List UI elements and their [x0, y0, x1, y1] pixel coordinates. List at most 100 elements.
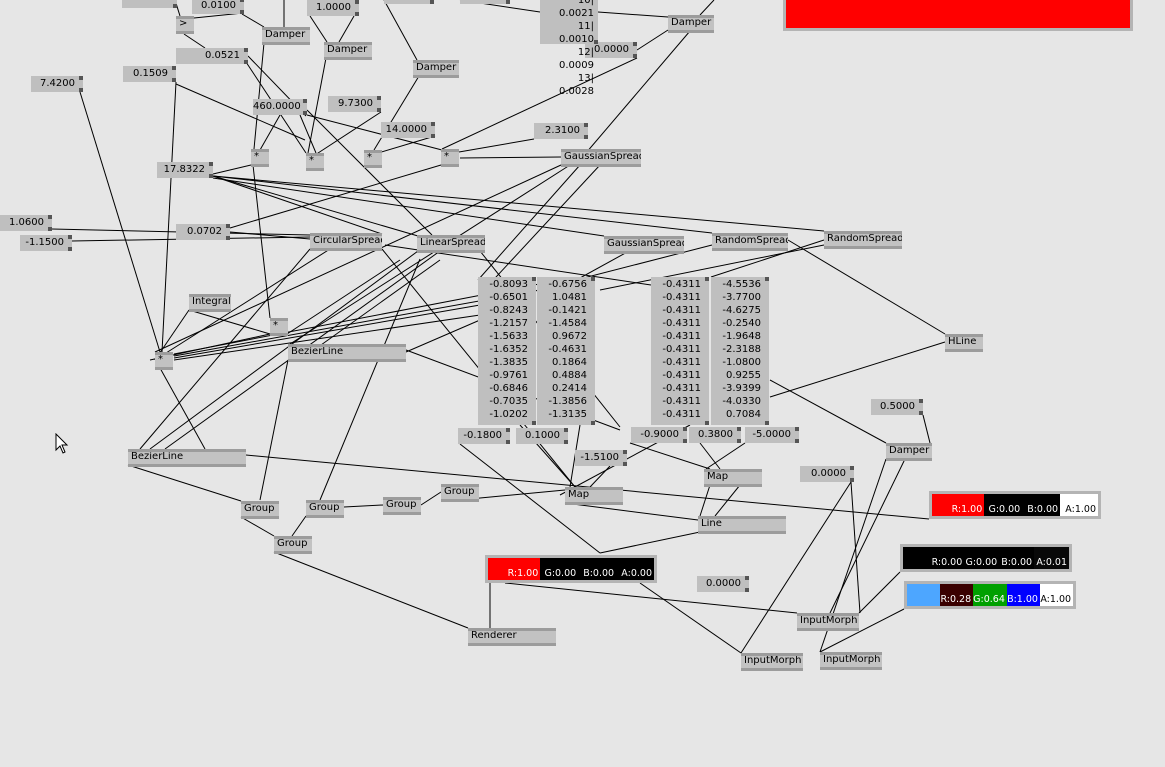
wire[interactable] — [299, 259, 441, 361]
wire[interactable] — [212, 175, 713, 234]
value-box[interactable] — [122, 0, 177, 8]
wire[interactable] — [377, 135, 436, 154]
spread-box[interactable]: -4.5536-3.7700-4.6275-0.2540-1.9648-2.31… — [711, 277, 769, 425]
value-box[interactable]: 0.0702 — [176, 224, 230, 240]
wire[interactable] — [477, 164, 581, 281]
bezier-line-node[interactable]: BezierLine — [128, 449, 246, 467]
map-node[interactable]: Map — [704, 469, 762, 487]
wire[interactable] — [714, 484, 741, 517]
wire[interactable] — [291, 515, 307, 537]
wire[interactable] — [309, 15, 328, 43]
wire[interactable] — [319, 258, 421, 501]
wire[interactable] — [636, 29, 669, 51]
wire[interactable] — [699, 484, 711, 517]
damper-node[interactable]: Damper — [324, 42, 372, 60]
value-box[interactable]: 0.0100 — [192, 0, 244, 14]
integral-node[interactable]: Integral — [189, 294, 231, 312]
wire[interactable] — [229, 231, 311, 240]
wire[interactable] — [504, 582, 798, 614]
wire[interactable] — [579, 30, 691, 161]
group-node[interactable]: Group — [274, 536, 312, 554]
wire[interactable] — [175, 83, 306, 141]
wire[interactable] — [154, 248, 331, 361]
wire[interactable] — [240, 516, 275, 537]
damper-node[interactable]: Damper — [413, 60, 459, 78]
multiply-node[interactable]: * — [270, 318, 288, 336]
value-box[interactable]: 0.0521 — [176, 48, 248, 64]
wire[interactable] — [289, 164, 571, 345]
wire[interactable] — [769, 341, 946, 398]
wire[interactable] — [629, 442, 711, 470]
color-box[interactable] — [783, 0, 1133, 31]
wire[interactable] — [159, 367, 206, 450]
multiply-node[interactable]: * — [155, 352, 173, 370]
input-morph-node[interactable]: InputMorph — [820, 652, 882, 670]
wire[interactable] — [405, 319, 481, 353]
input-morph-node[interactable]: InputMorph — [797, 613, 859, 631]
wire[interactable] — [589, 465, 611, 488]
hline-node[interactable]: HLine — [945, 334, 983, 352]
wire[interactable] — [639, 582, 742, 654]
wire[interactable] — [829, 458, 906, 614]
wire[interactable] — [188, 309, 271, 335]
wire[interactable] — [441, 57, 638, 150]
damper-node[interactable]: Damper — [668, 15, 714, 33]
wire[interactable] — [599, 244, 825, 291]
wire[interactable] — [373, 75, 420, 151]
wire[interactable] — [459, 443, 601, 554]
wire[interactable] — [241, 13, 265, 28]
wire[interactable] — [564, 502, 699, 521]
value-box[interactable]: -1.5100 — [575, 450, 627, 466]
wire[interactable] — [161, 81, 177, 353]
spread-box[interactable]: -0.8093-0.6501-0.8243-1.2157-1.5633-1.63… — [478, 277, 536, 425]
wire[interactable] — [286, 259, 401, 335]
value-box[interactable]: 1.0000 — [307, 0, 359, 16]
multiply-node[interactable]: * — [306, 153, 324, 171]
wire[interactable] — [253, 42, 265, 150]
wire[interactable] — [705, 442, 746, 470]
wire[interactable] — [259, 359, 289, 501]
value-box[interactable]: 0.1000 — [516, 428, 568, 444]
wire[interactable] — [597, 11, 669, 18]
wire[interactable] — [858, 571, 901, 614]
value-box[interactable]: 0.0000 — [697, 576, 749, 592]
value-box[interactable]: -5.0000 — [745, 427, 799, 443]
wire[interactable] — [459, 156, 562, 159]
gaussian-spread-node[interactable]: GaussianSpread — [561, 149, 641, 167]
wire[interactable] — [850, 481, 861, 614]
wire[interactable] — [299, 114, 317, 154]
wire[interactable] — [699, 442, 721, 470]
damper-node[interactable]: Damper — [886, 443, 932, 461]
wire[interactable] — [154, 309, 190, 361]
value-box[interactable]: 0.0000 — [585, 42, 637, 58]
value-box[interactable]: -1.1500 — [20, 235, 72, 251]
value-box[interactable]: -0.9000 — [631, 427, 687, 443]
value-box[interactable]: 9.7300 — [328, 96, 381, 112]
wire[interactable] — [383, 0, 418, 61]
wire[interactable] — [338, 15, 355, 43]
wire[interactable] — [212, 175, 383, 235]
wire[interactable] — [273, 551, 469, 629]
wire[interactable] — [343, 504, 384, 508]
wire[interactable] — [710, 239, 825, 278]
wire[interactable] — [173, 304, 481, 359]
wire[interactable] — [154, 164, 562, 353]
value-box[interactable]: 1.0600 — [0, 215, 52, 231]
value-box[interactable]: -0.1800 — [458, 428, 510, 444]
wire[interactable] — [420, 491, 442, 506]
value-box[interactable]: 14.0000 — [381, 122, 435, 138]
gaussian-spread-node[interactable]: GaussianSpread — [604, 236, 684, 254]
wire[interactable] — [922, 414, 931, 444]
wire[interactable] — [483, 164, 601, 291]
wire[interactable] — [212, 175, 825, 232]
wire[interactable] — [212, 164, 252, 175]
wire[interactable] — [599, 531, 701, 554]
wire[interactable] — [740, 481, 852, 654]
value-box[interactable] — [384, 0, 434, 4]
line-node[interactable]: Line — [698, 516, 786, 534]
wire[interactable] — [769, 379, 887, 444]
group-node[interactable]: Group — [306, 500, 344, 518]
wire[interactable] — [307, 57, 327, 154]
